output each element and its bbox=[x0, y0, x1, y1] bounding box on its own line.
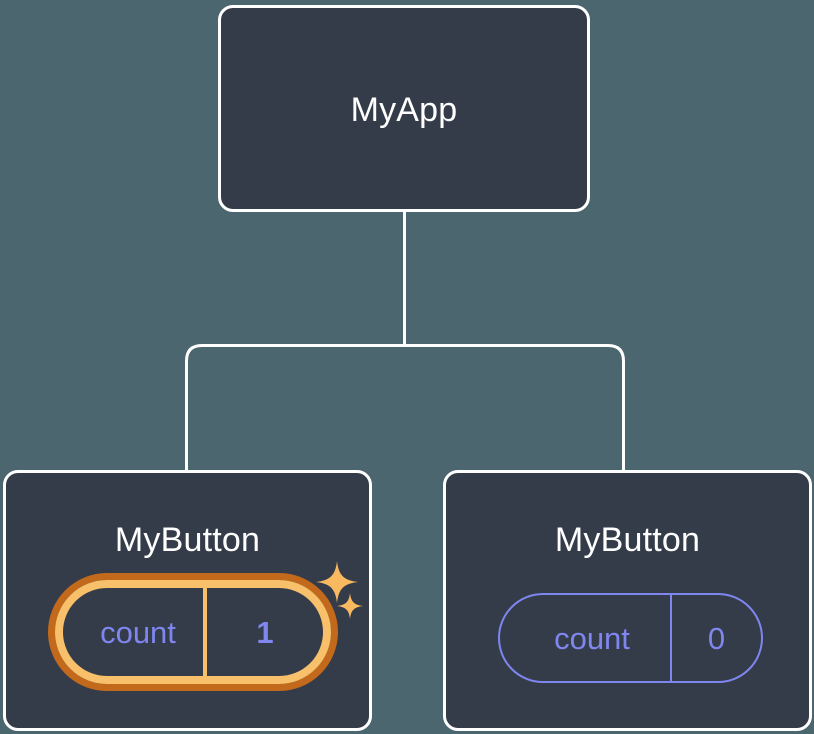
component-node-title: MyButton bbox=[114, 521, 261, 559]
state-value-label: 1 bbox=[256, 614, 274, 650]
component-node-myapp[interactable]: MyApp bbox=[218, 5, 590, 212]
state-key-label: count bbox=[500, 595, 672, 681]
component-node-title: MyButton bbox=[554, 521, 701, 559]
component-node-title: MyApp bbox=[350, 91, 458, 129]
state-pill[interactable]: count 0 bbox=[498, 593, 763, 683]
state-pill-highlighted[interactable]: count 1 bbox=[48, 573, 338, 691]
component-node-mybutton-right[interactable]: MyButton count 0 bbox=[443, 470, 812, 731]
state-value-label: 0 bbox=[707, 620, 726, 656]
component-node-mybutton-left[interactable]: MyButton count 1 bbox=[3, 470, 372, 731]
state-key-label: count bbox=[63, 588, 207, 676]
connector-branch-bar bbox=[185, 344, 625, 472]
state-pill-inner-ring: count 1 bbox=[55, 580, 331, 684]
